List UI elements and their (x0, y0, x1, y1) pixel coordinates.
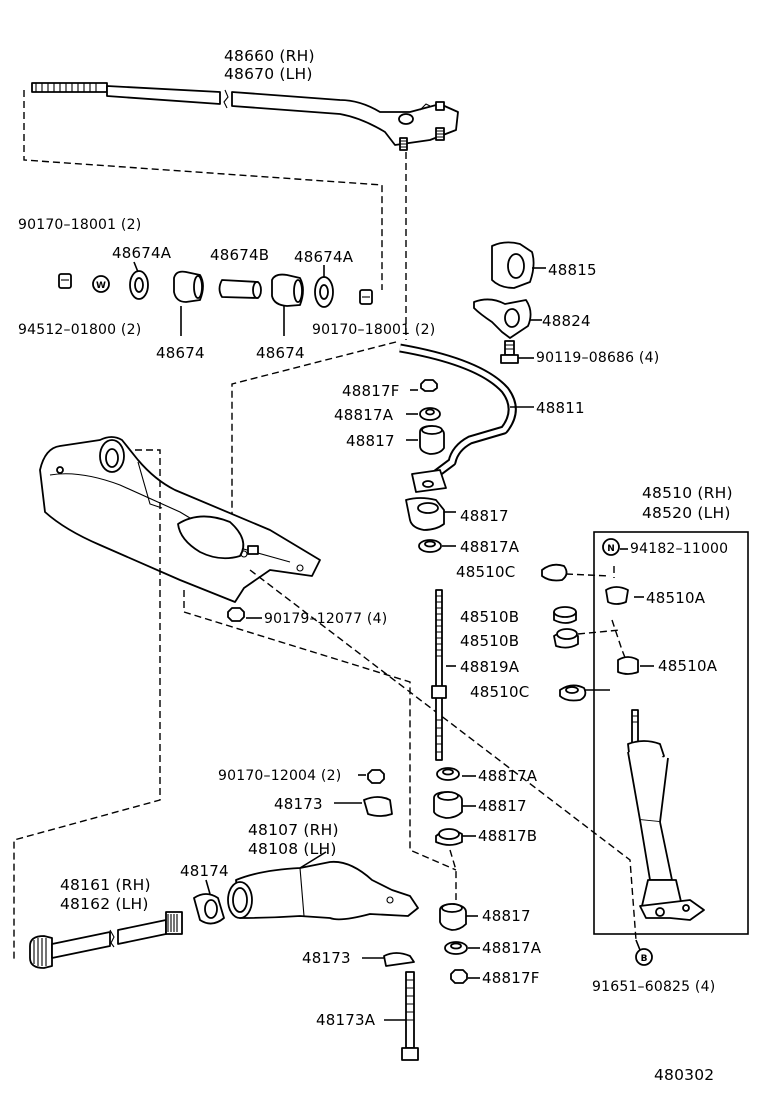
label-48161-rh: 48161 (RH) (60, 876, 151, 894)
shock-absorber-frame (593, 531, 749, 935)
control-arm-housing (227, 851, 419, 921)
label-48674b: 48674B (210, 246, 270, 264)
label-48817a-low: 48817A (482, 939, 542, 957)
label-48817-top: 48817 (346, 432, 395, 450)
bushing-set: W (58, 270, 373, 308)
label-90170-18001-left: 90170–18001 (2) (18, 217, 142, 233)
label-48819a: 48819A (460, 658, 520, 676)
label-94182-11000: 94182–11000 (630, 541, 729, 557)
bolt-marker: B (641, 954, 648, 964)
label-48817a-top: 48817A (334, 406, 394, 424)
washer-marker: W (96, 281, 106, 291)
stabilizer-link (405, 497, 447, 761)
label-48817-mid: 48817 (478, 797, 527, 815)
new-part-marker: N (607, 544, 615, 554)
label-48817-low: 48817 (482, 907, 531, 925)
stabilizer-bushing (473, 241, 535, 364)
label-48674a-left: 48674A (112, 244, 172, 262)
label-48660-rh: 48660 (RH) (224, 47, 315, 65)
label-48824: 48824 (542, 312, 591, 330)
torsion-bar (29, 911, 183, 969)
label-48510c-second: 48510C (470, 683, 530, 701)
label-48510a-second: 48510A (658, 657, 718, 675)
label-48817b: 48817B (478, 827, 538, 845)
label-48510b-second: 48510B (460, 632, 520, 650)
stabilizer-bar (399, 343, 517, 493)
upper-link-bushings (419, 379, 445, 455)
label-48670-lh: 48670 (LH) (224, 65, 313, 83)
label-48174: 48174 (180, 862, 229, 880)
label-48817a-second: 48817A (460, 538, 520, 556)
label-48674-right: 48674 (256, 344, 305, 362)
label-48173a: 48173A (316, 1011, 376, 1029)
arm-bushing-ring (193, 893, 225, 925)
label-48811: 48811 (536, 399, 585, 417)
label-90170-12004: 90170–12004 (2) (218, 768, 342, 784)
label-48817f-top: 48817F (342, 382, 400, 400)
label-48817-second: 48817 (460, 507, 509, 525)
label-48815: 48815 (548, 261, 597, 279)
label-48107-rh: 48107 (RH) (248, 821, 339, 839)
label-48173-top: 48173 (274, 795, 323, 813)
diagram-code: 480302 (654, 1066, 715, 1084)
lower-link-bushings (367, 767, 468, 984)
label-90119-08686: 90119–08686 (4) (536, 350, 660, 366)
label-91651-60825: 91651–60825 (4) (592, 979, 716, 995)
label-48674a-right: 48674A (294, 248, 354, 266)
label-48510a-top: 48510A (646, 589, 706, 607)
label-48674-left: 48674 (156, 344, 205, 362)
label-48173-low: 48173 (302, 949, 351, 967)
label-48817f-low: 48817F (482, 969, 540, 987)
torsion-bar-arm (31, 82, 459, 151)
label-48510-rh: 48510 (RH) (642, 484, 733, 502)
label-48520-lh: 48520 (LH) (642, 504, 731, 522)
shock-absorber: N (541, 538, 705, 921)
suspension-crossmember (39, 436, 321, 603)
label-48510b-top: 48510B (460, 608, 520, 626)
label-48162-lh: 48162 (LH) (60, 895, 149, 913)
label-90179-12077: 90179–12077 (4) (264, 611, 388, 627)
label-48108-lh: 48108 (LH) (248, 840, 337, 858)
label-48510c-top: 48510C (456, 563, 516, 581)
label-94512-01800: 94512–01800 (2) (18, 322, 142, 338)
label-48817a-mid: 48817A (478, 767, 538, 785)
label-90170-18001-right: 90170–18001 (2) (312, 322, 436, 338)
